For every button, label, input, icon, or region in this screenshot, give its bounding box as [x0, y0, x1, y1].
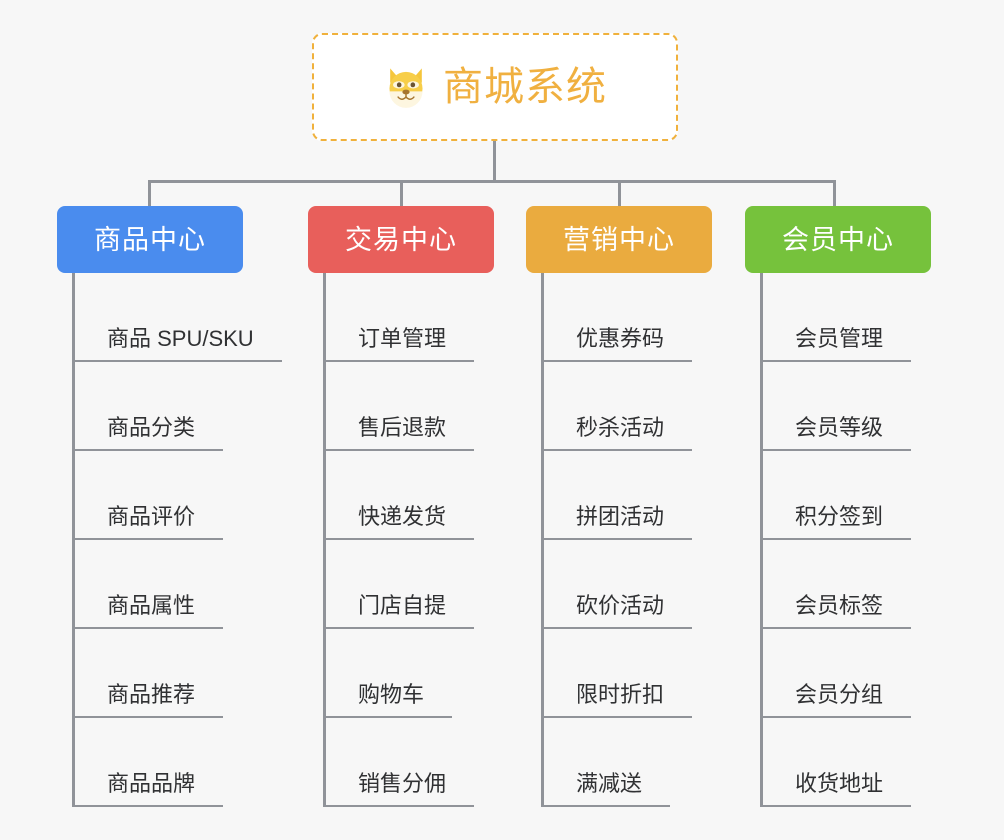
leaf-label: 砍价活动	[544, 591, 693, 629]
leaf-label: 商品推荐	[75, 680, 224, 718]
leaf-item[interactable]: 收货地址	[763, 718, 931, 807]
leaf-label: 满减送	[544, 769, 671, 807]
leaf-label: 秒杀活动	[544, 413, 693, 451]
leaf-label: 门店自提	[326, 591, 475, 629]
leaf-item[interactable]: 商品 SPU/SKU	[75, 273, 282, 362]
branch-label: 营销中心	[563, 224, 675, 255]
leaf-label: 优惠券码	[544, 324, 693, 362]
leaf-label: 商品属性	[75, 591, 224, 629]
leaf-item[interactable]: 会员等级	[763, 362, 931, 451]
leaf-label: 售后退款	[326, 413, 475, 451]
leaf-label: 商品分类	[75, 413, 224, 451]
root-node[interactable]: 商城系统	[312, 33, 678, 141]
leaf-item[interactable]: 砍价活动	[544, 540, 712, 629]
branch-label: 会员中心	[782, 224, 894, 255]
leaf-item[interactable]: 商品品牌	[75, 718, 282, 807]
leaf-list-marketing: 优惠券码 秒杀活动 拼团活动 砍价活动 限时折扣 满减送	[541, 273, 712, 807]
leaf-label: 会员等级	[763, 413, 912, 451]
branch-header-marketing[interactable]: 营销中心	[526, 206, 712, 273]
connector-drop-branch-4	[833, 180, 836, 206]
branch-label: 商品中心	[94, 224, 206, 255]
branch-header-trade[interactable]: 交易中心	[308, 206, 494, 273]
connector-drop-branch-1	[148, 180, 151, 206]
branch-header-member[interactable]: 会员中心	[745, 206, 931, 273]
leaf-list-member: 会员管理 会员等级 积分签到 会员标签 会员分组 收货地址	[760, 273, 931, 807]
leaf-item[interactable]: 会员标签	[763, 540, 931, 629]
connector-root-stem	[493, 141, 496, 182]
leaf-item[interactable]: 满减送	[544, 718, 712, 807]
leaf-item[interactable]: 快递发货	[326, 451, 494, 540]
leaf-item[interactable]: 限时折扣	[544, 629, 712, 718]
leaf-list-trade: 订单管理 售后退款 快递发货 门店自提 购物车 销售分佣	[323, 273, 494, 807]
leaf-label: 商品评价	[75, 502, 224, 540]
leaf-label: 会员分组	[763, 680, 912, 718]
connector-drop-branch-3	[618, 180, 621, 206]
leaf-item[interactable]: 积分签到	[763, 451, 931, 540]
leaf-label: 积分签到	[763, 502, 912, 540]
branch-column-trade: 交易中心 订单管理 售后退款 快递发货 门店自提 购物车 销售分佣	[308, 206, 494, 807]
leaf-item[interactable]: 优惠券码	[544, 273, 712, 362]
leaf-item[interactable]: 会员分组	[763, 629, 931, 718]
connector-horizontal-bus	[148, 180, 836, 183]
leaf-label: 商品品牌	[75, 769, 224, 807]
leaf-label: 限时折扣	[544, 680, 693, 718]
leaf-list-product: 商品 SPU/SKU 商品分类 商品评价 商品属性 商品推荐 商品品牌	[72, 273, 282, 807]
leaf-label: 会员标签	[763, 591, 912, 629]
leaf-item[interactable]: 门店自提	[326, 540, 494, 629]
branch-column-marketing: 营销中心 优惠券码 秒杀活动 拼团活动 砍价活动 限时折扣 满减送	[526, 206, 712, 807]
leaf-item[interactable]: 秒杀活动	[544, 362, 712, 451]
leaf-item[interactable]: 商品评价	[75, 451, 282, 540]
leaf-label: 收货地址	[763, 769, 912, 807]
root-title: 商城系统	[443, 65, 607, 109]
leaf-item[interactable]: 商品分类	[75, 362, 282, 451]
leaf-item[interactable]: 订单管理	[326, 273, 494, 362]
leaf-item[interactable]: 售后退款	[326, 362, 494, 451]
leaf-label: 购物车	[326, 680, 453, 718]
leaf-item[interactable]: 购物车	[326, 629, 494, 718]
dog-face-icon	[389, 68, 423, 108]
connector-drop-branch-2	[400, 180, 403, 206]
leaf-label: 会员管理	[763, 324, 912, 362]
leaf-label: 订单管理	[326, 324, 475, 362]
leaf-item[interactable]: 商品推荐	[75, 629, 282, 718]
branch-header-product[interactable]: 商品中心	[57, 206, 243, 273]
branch-column-member: 会员中心 会员管理 会员等级 积分签到 会员标签 会员分组 收货地址	[745, 206, 931, 807]
leaf-item[interactable]: 拼团活动	[544, 451, 712, 540]
branch-column-product: 商品中心 商品 SPU/SKU 商品分类 商品评价 商品属性 商品推荐 商品品牌	[57, 206, 282, 807]
leaf-item[interactable]: 会员管理	[763, 273, 931, 362]
branch-label: 交易中心	[345, 224, 457, 255]
leaf-label: 快递发货	[326, 502, 475, 540]
leaf-label: 销售分佣	[326, 769, 475, 807]
leaf-label: 商品 SPU/SKU	[75, 324, 282, 362]
leaf-label: 拼团活动	[544, 502, 693, 540]
leaf-item[interactable]: 商品属性	[75, 540, 282, 629]
leaf-item[interactable]: 销售分佣	[326, 718, 494, 807]
